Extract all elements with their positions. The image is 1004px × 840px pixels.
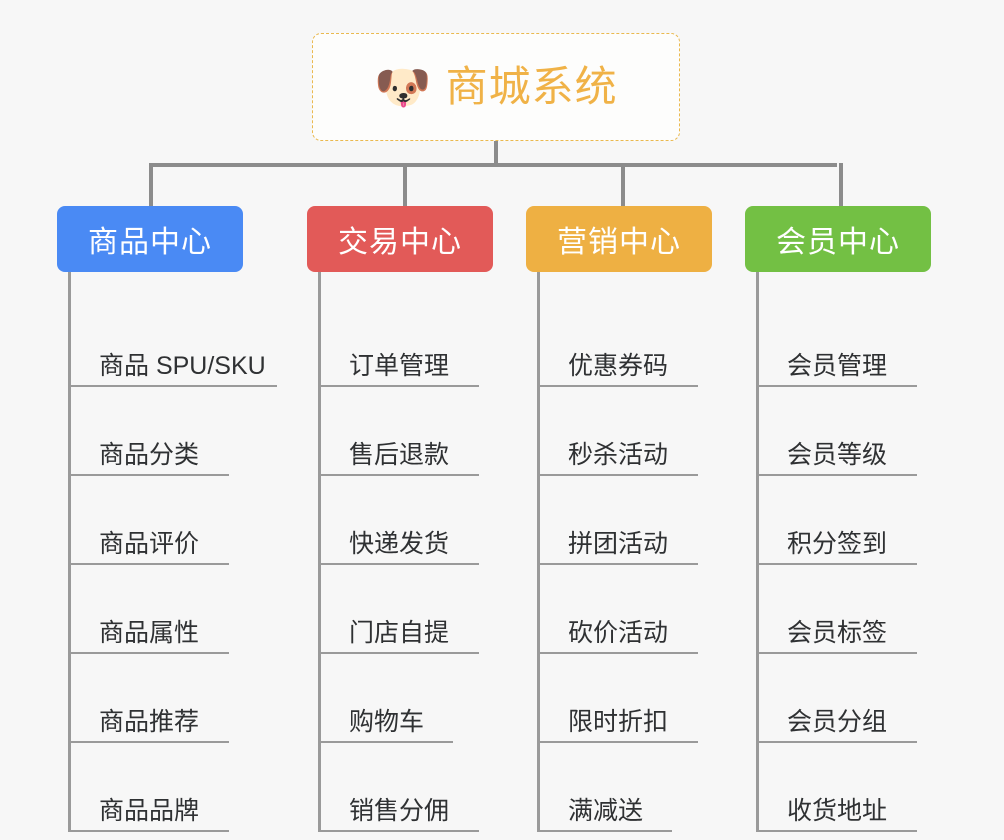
leaf-item[interactable]: 商品评价 — [71, 476, 229, 565]
leaf-item[interactable]: 积分签到 — [759, 476, 917, 565]
leaf-item-label: 商品品牌 — [99, 796, 200, 825]
leaf-item[interactable]: 商品分类 — [71, 387, 229, 476]
column-drop-connector-3 — [839, 163, 843, 206]
leaf-item[interactable]: 购物车 — [321, 654, 453, 743]
leaf-item[interactable]: 商品品牌 — [71, 743, 229, 832]
leaf-item-label: 商品 SPU/SKU — [99, 351, 266, 380]
leaf-item-label: 销售分佣 — [349, 796, 450, 825]
leaf-item[interactable]: 砍价活动 — [540, 565, 698, 654]
leaf-item[interactable]: 会员等级 — [759, 387, 917, 476]
root-stem-connector — [494, 141, 498, 166]
leaf-item-label: 积分签到 — [787, 529, 888, 558]
leaf-item-label: 会员标签 — [787, 618, 888, 647]
leaf-item[interactable]: 会员标签 — [759, 565, 917, 654]
category-header-label: 会员中心 — [776, 226, 900, 259]
leaf-item-label: 会员管理 — [787, 351, 888, 380]
category-header-trade-center[interactable]: 交易中心 — [307, 206, 493, 272]
category-header-member-center[interactable]: 会员中心 — [745, 206, 931, 272]
category-header-product-center[interactable]: 商品中心 — [57, 206, 243, 272]
leaf-list-product-center: 商品 SPU/SKU 商品分类商品评价商品属性商品推荐商品品牌 — [68, 272, 277, 832]
leaf-item-label: 拼团活动 — [568, 529, 669, 558]
leaf-item[interactable]: 会员分组 — [759, 654, 917, 743]
leaf-item[interactable]: 会员管理 — [759, 298, 917, 387]
leaf-item[interactable]: 商品属性 — [71, 565, 229, 654]
leaf-item-label: 会员等级 — [787, 440, 888, 469]
leaf-list-trade-center: 订单管理售后退款快递发货门店自提购物车销售分佣 — [318, 272, 493, 832]
leaf-item-label: 售后退款 — [349, 440, 450, 469]
root-node[interactable]: 🐶 商城系统 — [312, 33, 680, 141]
leaf-item[interactable]: 商品推荐 — [71, 654, 229, 743]
leaf-item-label: 限时折扣 — [568, 707, 669, 736]
leaf-item-label: 订单管理 — [349, 351, 450, 380]
root-node-label: 商城系统 — [445, 63, 618, 110]
leaf-item-label: 砍价活动 — [568, 618, 669, 647]
leaf-item[interactable]: 拼团活动 — [540, 476, 698, 565]
leaf-item-label: 门店自提 — [349, 618, 450, 647]
leaf-item[interactable]: 商品 SPU/SKU — [71, 298, 277, 387]
leaf-item-label: 快递发货 — [349, 529, 450, 558]
leaf-list-member-center: 会员管理会员等级积分签到会员标签会员分组收货地址 — [756, 272, 931, 832]
leaf-item[interactable]: 满减送 — [540, 743, 672, 832]
column-product-center: 商品中心商品 SPU/SKU 商品分类商品评价商品属性商品推荐商品品牌 — [57, 206, 277, 832]
leaf-item-label: 满减送 — [568, 796, 644, 825]
leaf-item-label: 购物车 — [349, 707, 425, 736]
leaf-item[interactable]: 优惠券码 — [540, 298, 698, 387]
column-member-center: 会员中心会员管理会员等级积分签到会员标签会员分组收货地址 — [745, 206, 931, 832]
leaf-item-label: 收货地址 — [787, 796, 888, 825]
column-trade-center: 交易中心订单管理售后退款快递发货门店自提购物车销售分佣 — [307, 206, 493, 832]
leaf-item-label: 优惠券码 — [568, 351, 669, 380]
leaf-item[interactable]: 快递发货 — [321, 476, 479, 565]
column-drop-connector-1 — [403, 163, 407, 206]
leaf-item[interactable]: 销售分佣 — [321, 743, 479, 832]
category-header-marketing-center[interactable]: 营销中心 — [526, 206, 712, 272]
leaf-item-label: 秒杀活动 — [568, 440, 669, 469]
leaf-item[interactable]: 收货地址 — [759, 743, 917, 832]
leaf-item[interactable]: 订单管理 — [321, 298, 479, 387]
leaf-item[interactable]: 售后退款 — [321, 387, 479, 476]
leaf-item-label: 商品评价 — [99, 529, 200, 558]
leaf-item-label: 商品推荐 — [99, 707, 200, 736]
column-drop-connector-0 — [149, 163, 153, 206]
horizontal-bus-connector — [149, 163, 837, 167]
leaf-item[interactable]: 限时折扣 — [540, 654, 698, 743]
leaf-list-marketing-center: 优惠券码秒杀活动拼团活动砍价活动限时折扣满减送 — [537, 272, 712, 832]
leaf-item-label: 会员分组 — [787, 707, 888, 736]
shiba-dog-face-icon: 🐶 — [374, 61, 432, 113]
leaf-item-label: 商品属性 — [99, 618, 200, 647]
column-marketing-center: 营销中心优惠券码秒杀活动拼团活动砍价活动限时折扣满减送 — [526, 206, 712, 832]
leaf-item[interactable]: 门店自提 — [321, 565, 479, 654]
category-header-label: 交易中心 — [338, 226, 462, 259]
category-header-label: 营销中心 — [557, 226, 681, 259]
category-header-label: 商品中心 — [88, 226, 212, 259]
column-drop-connector-2 — [621, 163, 625, 206]
leaf-item-label: 商品分类 — [99, 440, 200, 469]
leaf-item[interactable]: 秒杀活动 — [540, 387, 698, 476]
